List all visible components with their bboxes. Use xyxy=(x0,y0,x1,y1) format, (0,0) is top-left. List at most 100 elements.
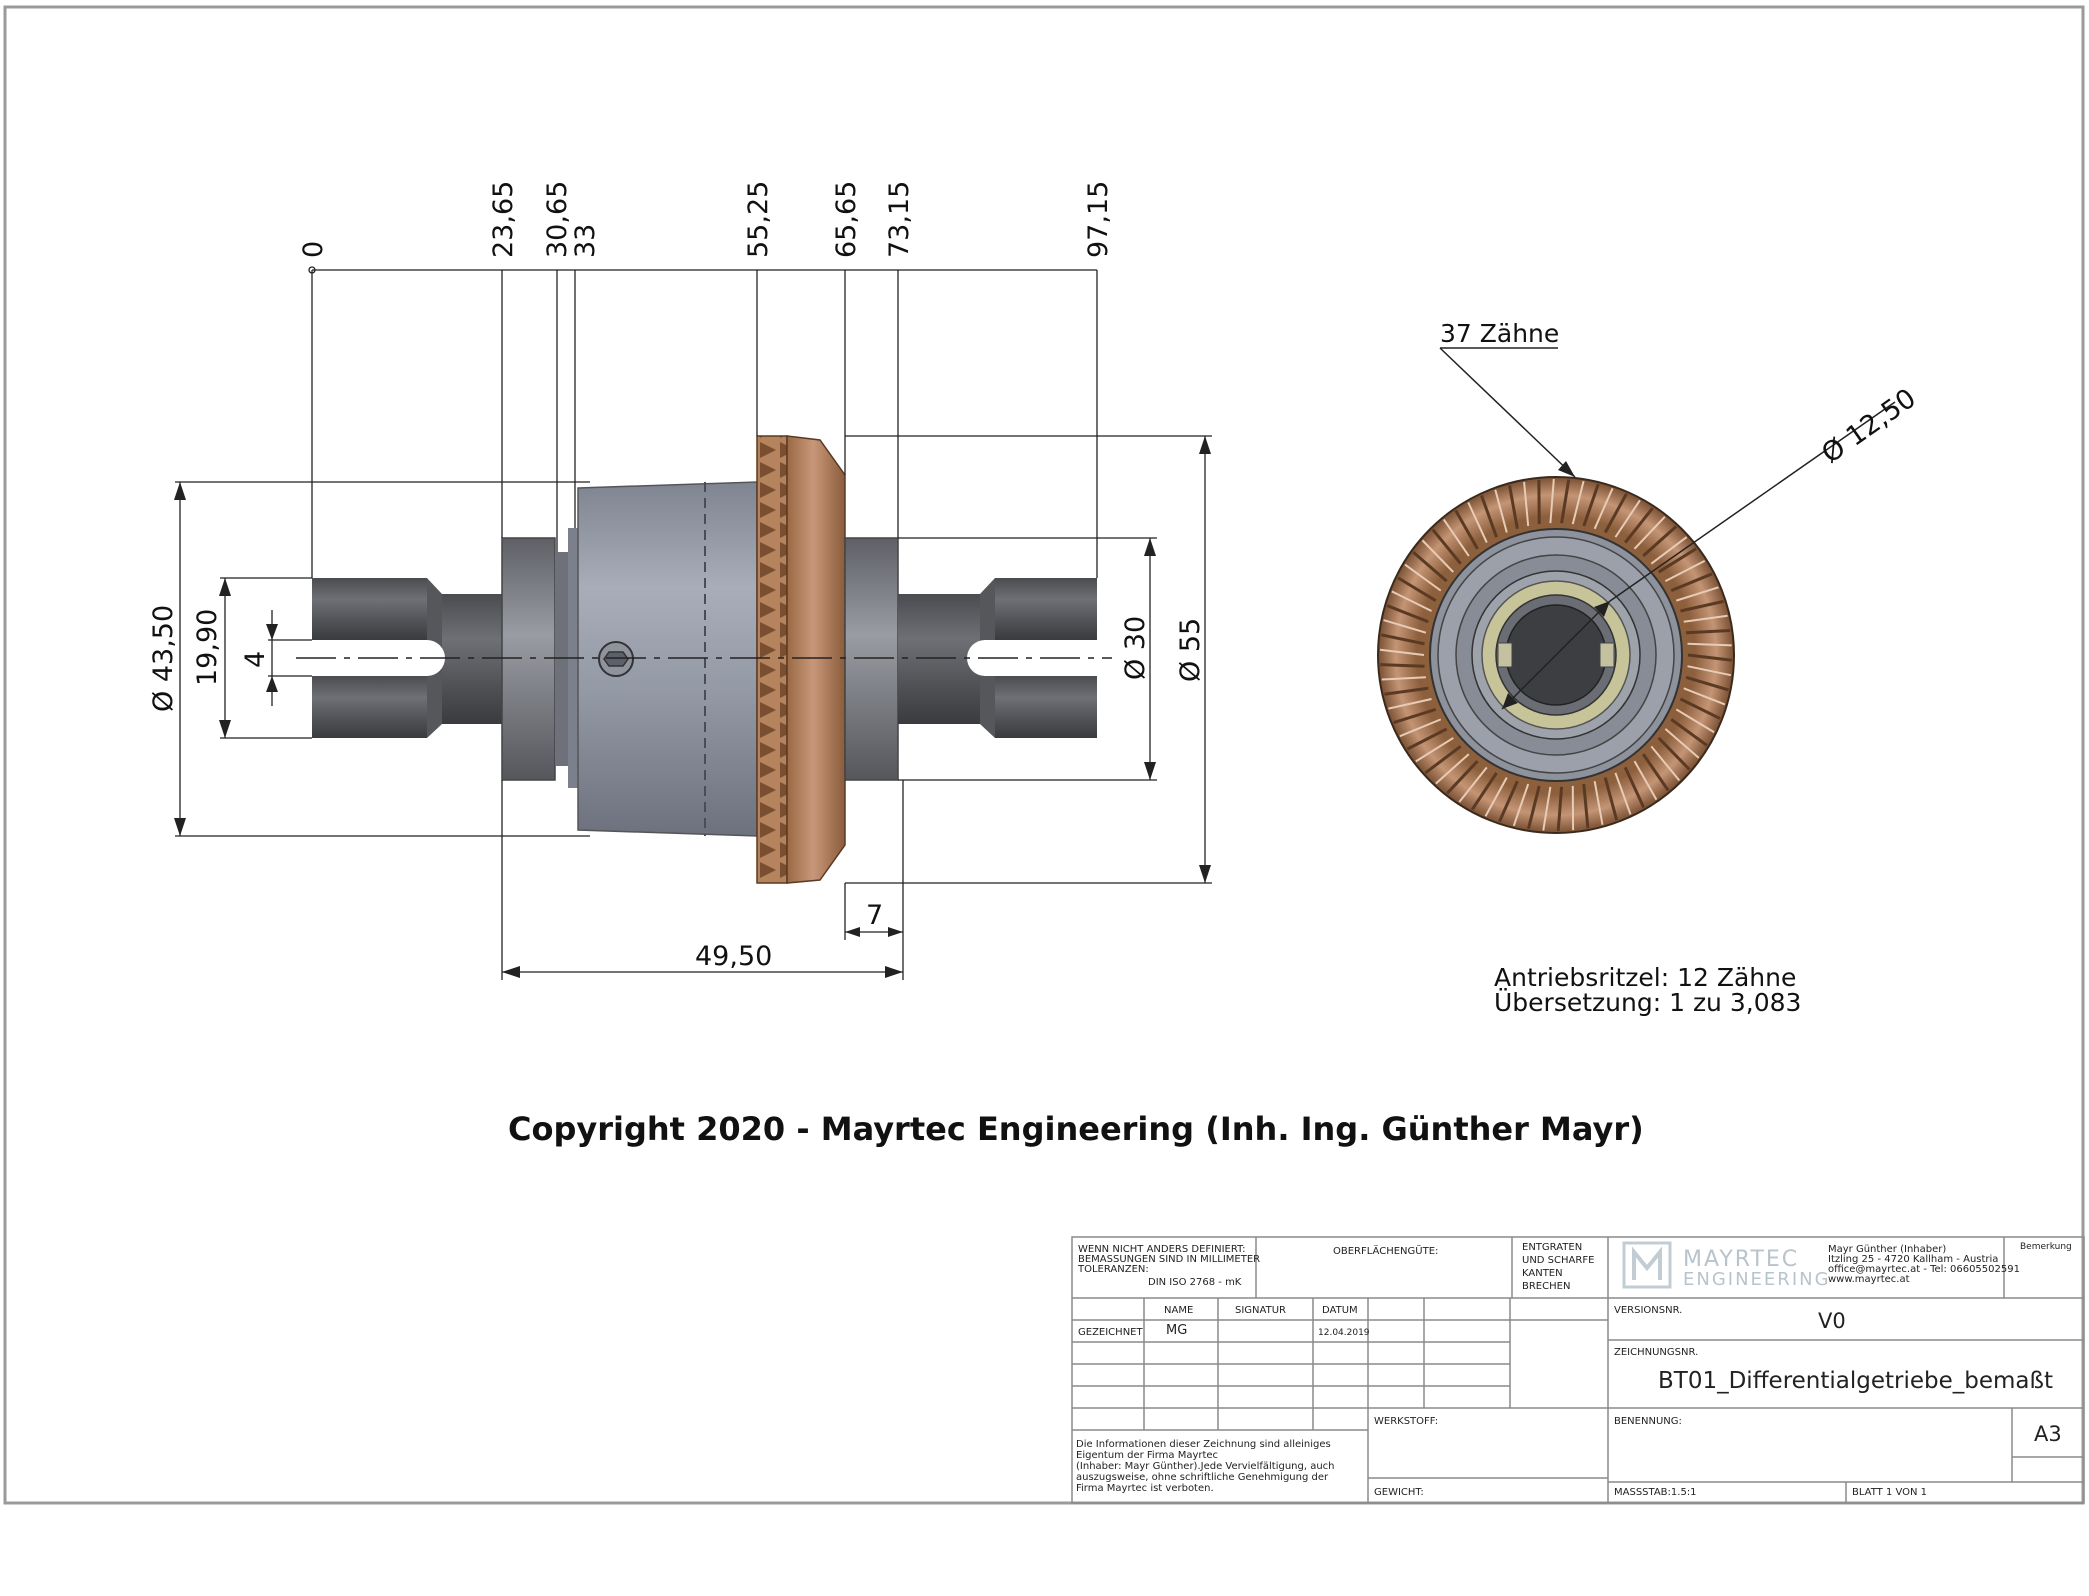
disclaimer-line4: auszugsweise, ohne schriftliche Genehmig… xyxy=(1076,1472,1329,1483)
gear-tooth xyxy=(1388,697,1432,710)
default-note-line3: TOLERANZEN: xyxy=(1077,1264,1149,1275)
version-label: VERSIONSNR. xyxy=(1614,1305,1682,1316)
disclaimer-line3: (Inhaber: Mayr Günther).Jede Vervielfält… xyxy=(1076,1461,1335,1472)
gear-tooth xyxy=(1687,653,1733,662)
gear-tooth xyxy=(1679,697,1721,720)
mayrtec-logo: MAYRTEC ENGINEERING xyxy=(1622,1241,1829,1290)
teeth-count-label: 37 Zähne xyxy=(1440,319,1559,348)
drawn-name: MG xyxy=(1166,1323,1187,1338)
gear-tooth xyxy=(1685,675,1729,692)
gear-tooth xyxy=(1404,563,1442,592)
gear-tooth xyxy=(1383,619,1427,634)
remark-label: Bemerkung xyxy=(2020,1242,2072,1252)
gear-tooth xyxy=(1386,604,1429,624)
right-shaft-neck xyxy=(898,594,980,724)
copyright-text: Copyright 2020 - Mayrtec Engineering (In… xyxy=(508,1110,1644,1148)
gear-tooth xyxy=(1623,766,1646,809)
side-view: 0 23,65 30,65 33 55,25 65,65 73,15 97,15… xyxy=(148,181,1212,980)
version-value: V0 xyxy=(1818,1309,1846,1333)
gear-tooth xyxy=(1593,487,1614,530)
gear-tooth xyxy=(1633,760,1658,801)
gear-tooth xyxy=(1670,572,1713,593)
dim-dia-55: Ø 55 xyxy=(1175,618,1206,682)
gear-tooth xyxy=(1542,786,1552,831)
tolerance-value: DIN ISO 2768 - mK xyxy=(1148,1277,1242,1288)
title-block: WENN NICHT ANDERS DEFINIERT: BEMASSUNGEN… xyxy=(1071,1236,2085,1504)
gear-tooth xyxy=(1415,737,1454,763)
gear-tooth xyxy=(1480,495,1498,538)
dim-x33: 33 xyxy=(570,224,601,258)
gear-tooth xyxy=(1446,760,1479,795)
gear-tooth xyxy=(1556,786,1564,832)
gear-tooth xyxy=(1603,777,1619,821)
gear-tooth xyxy=(1641,753,1670,792)
gear-tooth xyxy=(1399,718,1442,738)
company-line4: www.mayrtec.at xyxy=(1828,1274,1910,1285)
bore-diameter-leader xyxy=(1609,401,1896,602)
gear-tooth xyxy=(1571,480,1585,525)
gear-tooth xyxy=(1657,736,1691,771)
sheet-border xyxy=(3,5,2085,1505)
material-label: WERKSTOFF: xyxy=(1374,1416,1438,1427)
dim-x23-65: 23,65 xyxy=(488,181,519,258)
gear-tooth xyxy=(1458,766,1488,803)
crown-gear-body xyxy=(786,435,846,884)
gear-tooth xyxy=(1687,642,1732,647)
drawn-date: 12.04.2019 xyxy=(1318,1328,1370,1338)
dim-x65-65: 65,65 xyxy=(831,181,862,258)
gear-tooth xyxy=(1484,777,1508,817)
gear-tooth xyxy=(1393,707,1437,725)
gear-tooth xyxy=(1397,576,1437,602)
col-signature-header: SIGNATUR xyxy=(1235,1305,1286,1316)
gear-tooth xyxy=(1467,502,1488,544)
disclaimer-line2: Eigentum der Firma Mayrtec xyxy=(1076,1450,1218,1461)
dim-dia-12-50: Ø 12,50 xyxy=(1816,383,1922,470)
gear-tooth xyxy=(1680,599,1724,613)
dim-19-90: 19,90 xyxy=(192,609,223,686)
gear-tooth xyxy=(1664,559,1706,582)
gear-tooth xyxy=(1683,614,1728,623)
gear-tooth xyxy=(1675,708,1715,734)
surface-label: OBERFLÄCHENGÜTE: xyxy=(1333,1244,1438,1257)
gear-teeth-ring xyxy=(1379,478,1733,832)
drawing-no-value: BT01_Differentialgetriebe_bemaßt xyxy=(1658,1368,2053,1394)
left-dimension-lines xyxy=(175,481,590,837)
gear-tooth xyxy=(1633,516,1666,550)
gear-tooth xyxy=(1642,525,1678,558)
crown-gear-teeth xyxy=(756,435,788,884)
ordinate-dimensions xyxy=(311,269,1098,578)
gear-tooth xyxy=(1687,665,1732,677)
dim-x97-15: 97,15 xyxy=(1083,181,1114,258)
sheet-value: BLATT 1 VON 1 xyxy=(1852,1487,1927,1498)
gear-tooth xyxy=(1683,687,1726,706)
hex-socket xyxy=(603,651,629,667)
gear-tooth xyxy=(1624,507,1654,544)
right-shaft-fork-top xyxy=(995,578,1097,640)
ratio-note: Übersetzung: 1 zu 3,083 xyxy=(1494,988,1801,1017)
drawing-no-label: ZEICHNUNGSNR. xyxy=(1614,1347,1698,1358)
gear-tooth xyxy=(1582,483,1600,527)
ordinate-origin-marker xyxy=(308,266,316,274)
gear-tooth xyxy=(1523,481,1530,527)
col-date-header: DATUM xyxy=(1322,1305,1358,1316)
bore-diameter-line xyxy=(1501,600,1611,710)
deburr-line1: ENTGRATEN xyxy=(1522,1242,1582,1253)
svg-text:MAYRTEC: MAYRTEC xyxy=(1683,1247,1799,1272)
scale-value: MASSSTAB:1.5:1 xyxy=(1614,1487,1697,1498)
gear-tooth xyxy=(1650,536,1688,565)
gear-tooth xyxy=(1431,528,1462,565)
gear-tooth xyxy=(1650,745,1681,782)
col-name-header: NAME xyxy=(1164,1305,1193,1316)
gear-tooth xyxy=(1435,753,1470,785)
dim-x73-15: 73,15 xyxy=(884,181,915,258)
disclaimer-line5: Firma Mayrtec ist verboten. xyxy=(1076,1483,1214,1494)
dim-x0: 0 xyxy=(298,241,329,258)
shaft-key-right xyxy=(1599,642,1615,668)
right-bearing xyxy=(844,537,899,781)
weight-label: GEWICHT: xyxy=(1374,1487,1424,1498)
dim-4: 4 xyxy=(240,651,271,668)
gear-tooth xyxy=(1675,586,1719,602)
gear-tooth xyxy=(1454,509,1479,550)
gear-tooth xyxy=(1494,489,1508,533)
